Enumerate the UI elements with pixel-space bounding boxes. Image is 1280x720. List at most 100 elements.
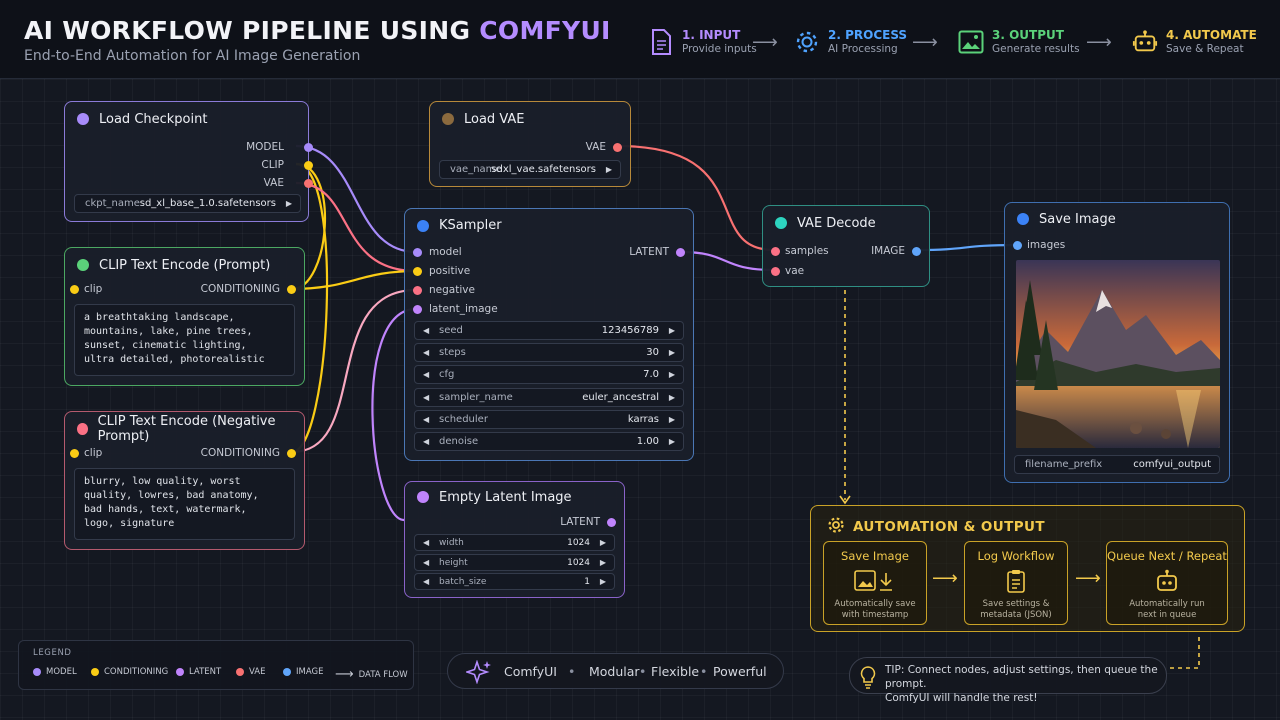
input-clip-port[interactable]: [70, 285, 79, 294]
legend-item: CONDITIONING: [91, 667, 168, 677]
node-save-image[interactable]: Save Image images filen: [1004, 202, 1230, 483]
output-image-port[interactable]: [912, 247, 921, 256]
input-positive-label: positive: [429, 265, 471, 277]
tip-line1: TIP: Connect nodes, adjust settings, the…: [885, 664, 1158, 690]
legend-item: MODEL: [33, 667, 77, 677]
decrement-icon[interactable]: ◀: [423, 326, 430, 335]
decrement-icon[interactable]: ◀: [423, 415, 430, 424]
arrow-icon: ⟶: [752, 32, 778, 53]
auto-save-image[interactable]: Save Image Automatically save with times…: [823, 541, 927, 625]
increment-icon[interactable]: ▶: [599, 558, 606, 567]
input-clip-label: clip: [84, 283, 103, 295]
node-dot: [775, 217, 787, 229]
node-title: VAE Decode: [797, 215, 876, 231]
node-clip-prompt[interactable]: CLIP Text Encode (Prompt) clip CONDITION…: [64, 247, 305, 386]
ckpt-name-field[interactable]: ckpt_name sd_xl_base_1.0.safetensors ▶: [74, 194, 301, 213]
input-positive-port[interactable]: [413, 267, 422, 276]
brand-tag: Powerful: [713, 663, 767, 679]
output-conditioning-port[interactable]: [287, 285, 296, 294]
chevron-right-icon[interactable]: ▶: [605, 165, 612, 174]
input-model-port[interactable]: [413, 248, 422, 257]
node-title: KSampler: [439, 218, 502, 233]
step-title: 4. AUTOMATE: [1166, 28, 1257, 42]
decrement-icon[interactable]: ◀: [423, 348, 430, 357]
increment-icon[interactable]: ▶: [668, 437, 675, 446]
prompt-textarea[interactable]: a breathtaking landscape, mountains, lak…: [74, 304, 295, 376]
input-images-port[interactable]: [1013, 241, 1022, 250]
node-load-vae[interactable]: Load VAE VAE vae_name sdxl_vae.safetenso…: [429, 101, 631, 187]
output-latent-port[interactable]: [676, 248, 685, 257]
input-vae-port[interactable]: [771, 267, 780, 276]
chevron-right-icon[interactable]: ▶: [285, 199, 292, 208]
robot-icon: [1107, 567, 1227, 595]
decrement-icon[interactable]: ◀: [423, 577, 430, 586]
output-vae-port[interactable]: [613, 143, 622, 152]
node-vae-decode[interactable]: VAE Decode samples vae IMAGE: [762, 205, 930, 287]
output-vae-port[interactable]: [304, 179, 313, 188]
decrement-icon[interactable]: ◀: [423, 538, 430, 547]
increment-icon[interactable]: ▶: [668, 326, 675, 335]
input-clip-port[interactable]: [70, 449, 79, 458]
step-desc: AI Processing: [828, 43, 898, 55]
input-samples-port[interactable]: [771, 247, 780, 256]
arrow-icon: ⟶: [912, 32, 938, 53]
node-load-checkpoint[interactable]: Load Checkpoint MODEL CLIP VAE ckpt_name…: [64, 101, 313, 222]
output-conditioning-port[interactable]: [287, 449, 296, 458]
node-ksampler[interactable]: KSampler model positive negative latent_…: [404, 208, 694, 461]
output-clip-port[interactable]: [304, 161, 313, 170]
legend-item: VAE: [236, 667, 265, 677]
legend-item: IMAGE: [283, 667, 323, 677]
output-model-port[interactable]: [304, 143, 313, 152]
vae-name-field[interactable]: vae_name sdxl_vae.safetensors ▶: [439, 160, 621, 179]
legend: LEGEND MODEL CONDITIONING LATENT VAE IMA…: [18, 640, 414, 690]
decrement-icon[interactable]: ◀: [423, 437, 430, 446]
decrement-icon[interactable]: ◀: [423, 370, 430, 379]
decrement-icon[interactable]: ◀: [423, 558, 430, 567]
node-clip-negative[interactable]: CLIP Text Encode (Negative Prompt) clip …: [64, 411, 305, 550]
input-negative-port[interactable]: [413, 286, 422, 295]
separator: •: [639, 663, 647, 679]
output-image-preview[interactable]: [1016, 260, 1220, 448]
tip-box: TIP: Connect nodes, adjust settings, the…: [849, 657, 1167, 704]
increment-icon[interactable]: ▶: [668, 393, 675, 402]
negative-prompt-textarea[interactable]: blurry, low quality, worst quality, lowr…: [74, 468, 295, 540]
title-main: AI WORKFLOW PIPELINE USING: [24, 16, 480, 45]
decrement-icon[interactable]: ◀: [423, 393, 430, 402]
node-title: Empty Latent Image: [439, 489, 572, 505]
output-latent-port[interactable]: [607, 518, 616, 527]
auto-log-workflow[interactable]: Log Workflow Save settings & metadata (J…: [964, 541, 1068, 625]
output-clip-label: CLIP: [261, 159, 284, 171]
brand-tag: Flexible: [651, 663, 700, 679]
increment-icon[interactable]: ▶: [599, 538, 606, 547]
increment-icon[interactable]: ▶: [599, 577, 606, 586]
arrow-icon: ⟶: [1086, 32, 1112, 53]
auto-queue-repeat[interactable]: Queue Next / Repeat Automatically run ne…: [1106, 541, 1228, 625]
input-latent-port[interactable]: [413, 305, 422, 314]
arrow-icon: ⟶: [335, 667, 354, 682]
increment-icon[interactable]: ▶: [668, 415, 675, 424]
node-title: Load VAE: [464, 111, 525, 127]
filename-prefix-field[interactable]: filename_prefix comfyui_output: [1014, 455, 1220, 474]
automation-panel: AUTOMATION & OUTPUT Save Image Automatic…: [810, 505, 1245, 632]
node-dot: [77, 423, 88, 435]
increment-icon[interactable]: ▶: [668, 370, 675, 379]
clipboard-icon: [965, 567, 1067, 595]
sparkle-icon: [464, 659, 492, 687]
increment-icon[interactable]: ▶: [668, 348, 675, 357]
page-title: AI WORKFLOW PIPELINE USING COMFYUI: [24, 16, 611, 45]
brand-tag: Modular: [589, 663, 640, 679]
node-dot: [1017, 213, 1029, 225]
